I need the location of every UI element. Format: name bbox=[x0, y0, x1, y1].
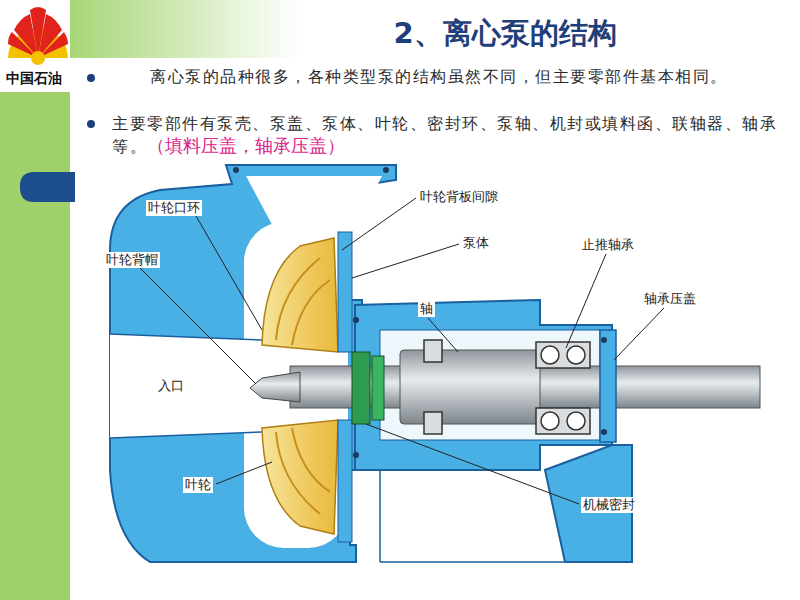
inlet-passage bbox=[110, 334, 262, 438]
pump-casing bbox=[110, 165, 396, 562]
part-label: 止推轴承 bbox=[580, 237, 636, 253]
side-band bbox=[0, 92, 70, 600]
side-tab bbox=[20, 172, 75, 202]
bearing-cover bbox=[600, 330, 616, 442]
slide-title: 2、离心泵的结构 bbox=[300, 14, 710, 54]
part-label: 泵体 bbox=[461, 235, 491, 251]
leader-lines bbox=[140, 198, 664, 504]
top-band bbox=[70, 0, 300, 58]
logo-text: 中国石油 bbox=[6, 70, 62, 88]
part-label: 轴 bbox=[418, 301, 435, 317]
part-label: 叶轮背板间隙 bbox=[418, 189, 500, 205]
thrust-bearing bbox=[424, 340, 590, 434]
part-label: 入口 bbox=[156, 378, 186, 394]
highlight-note: （填料压盖，轴承压盖） bbox=[147, 135, 345, 156]
bullet bbox=[87, 74, 95, 82]
bullet-text: 离心泵的品种很多，各种类型泵的结构虽然不同，但主要零部件基本相同。 bbox=[112, 66, 784, 87]
bullet bbox=[87, 120, 95, 128]
impeller bbox=[262, 238, 338, 352]
part-label: 叶轮 bbox=[183, 477, 213, 493]
logo bbox=[8, 7, 68, 65]
impeller-nut bbox=[250, 372, 300, 402]
part-label: 轴承压盖 bbox=[642, 291, 698, 307]
bullet-paragraph: 主要零部件有泵壳、泵盖、泵体、叶轮、密封环、泵轴、机封或填料函、联轴器、轴承等。… bbox=[112, 113, 784, 158]
part-label: 机械密封 bbox=[581, 497, 637, 513]
part-label: 叶轮口环 bbox=[146, 200, 202, 216]
mechanical-seal bbox=[352, 352, 370, 424]
part-label: 叶轮背帽 bbox=[104, 252, 160, 268]
impeller bbox=[262, 420, 338, 534]
